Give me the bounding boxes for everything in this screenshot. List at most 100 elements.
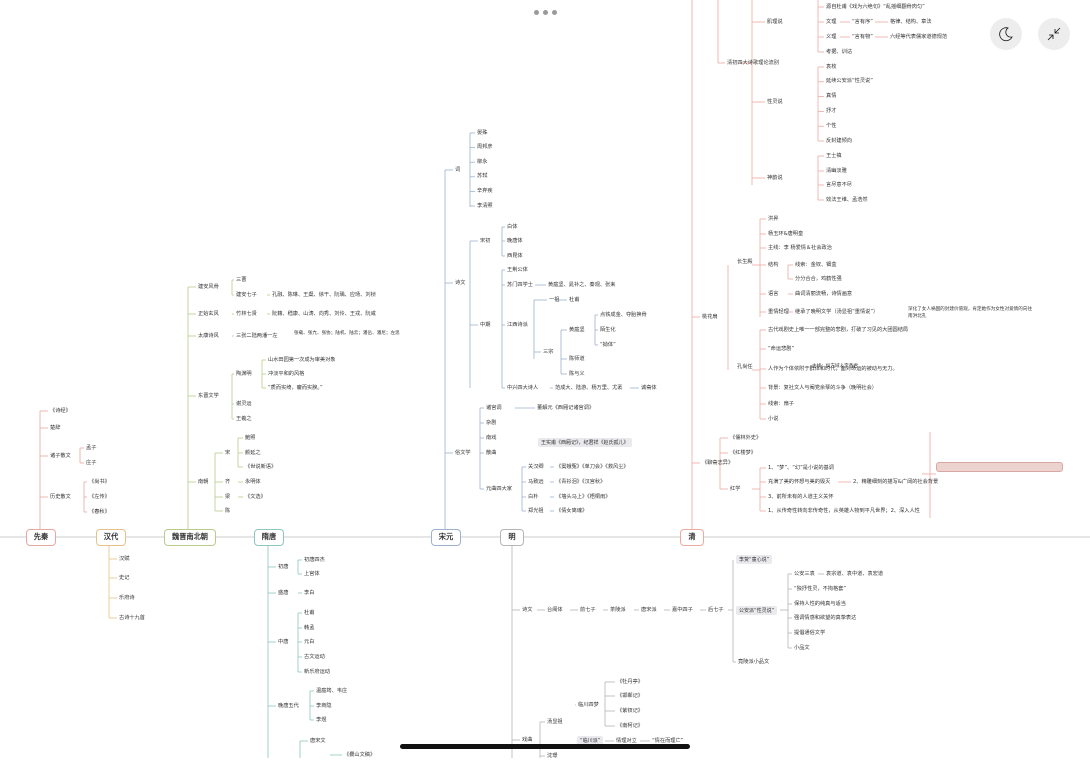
topic-node[interactable]: 范成大、陆游、杨万里、尤袤 [555, 384, 623, 391]
topic-node[interactable]: 陈师道 [569, 355, 585, 362]
topic-node[interactable]: 俗文学 [455, 449, 471, 456]
topic-node[interactable]: 阮籍、嵇康、山涛、向秀、刘伶、王戎、阮咸 [272, 310, 376, 317]
topic-node[interactable]: 柳永 [477, 158, 488, 165]
topic-node[interactable]: 杜甫 [304, 609, 315, 616]
topic-node[interactable]: 《红楼梦》 [730, 449, 756, 456]
topic-node[interactable]: 线索：金钗、钿盒 [795, 261, 837, 268]
topic-node[interactable]: 《邯郸记》 [617, 692, 643, 699]
topic-node[interactable]: 背景：复社文人与阉党余孽的斗争（晚明社会） [768, 384, 877, 391]
topic-node[interactable]: 颜延之 [245, 449, 261, 456]
era-node-xianqin[interactable]: 先秦 [26, 528, 56, 546]
topic-node[interactable]: 晏殊 [477, 129, 488, 136]
topic-node[interactable]: 竟陵派小品文 [738, 658, 770, 665]
topic-node[interactable]: 楚辞 [50, 424, 61, 431]
topic-node[interactable]: 袁宗道、袁中道、袁宏道 [826, 570, 884, 577]
topic-node[interactable]: 古文运动 [304, 653, 325, 660]
topic-node[interactable]: 中唐 [278, 638, 289, 645]
topic-node[interactable]: 庄子 [86, 459, 97, 466]
topic-node[interactable]: 初唐 [278, 563, 289, 570]
topic-node[interactable]: 李煜 [316, 716, 327, 723]
topic-node[interactable]: 竹林七贤 [236, 310, 257, 317]
topic-node[interactable]: 延续公安派“性灵说” [826, 78, 873, 85]
topic-node[interactable]: 1、从传奇性转向非传奇性，从英雄人物到平凡世界；2、深入人性 [768, 507, 920, 514]
topic-node[interactable]: 前七子 [580, 606, 596, 613]
topic-node[interactable]: 洪昇 [768, 215, 779, 222]
era-node-weijin[interactable]: 魏晋南北朝 [164, 528, 216, 546]
topic-node[interactable]: 白朴 [528, 493, 539, 500]
topic-node[interactable]: 陶渊明 [236, 370, 252, 377]
topic-node[interactable]: 戏曲 [522, 736, 533, 743]
topic-node[interactable]: 个性 [826, 122, 837, 129]
topic-node[interactable]: 李白 [304, 589, 315, 596]
topic-node[interactable]: 清幽淡雅 [826, 167, 847, 174]
topic-node[interactable]: 言尽意不尽 [826, 181, 852, 188]
topic-node[interactable]: 小品文 [794, 644, 810, 651]
topic-node[interactable]: 《尚书》 [89, 478, 110, 485]
topic-node[interactable]: 建安风骨 [198, 283, 219, 290]
topic-node[interactable]: 格律、结构、章法 [890, 18, 932, 25]
topic-node[interactable]: 张载、张亢、张协；陆机、陆云；潘岳、潘尼；左思 [294, 330, 400, 336]
topic-node[interactable]: 继承了晚明文学（汤显祖“重情说”） [795, 308, 879, 315]
topic-node[interactable]: 孔融、陈琳、王粲、徐干、阮瑀、应玚、刘桢 [272, 291, 376, 298]
topic-node[interactable]: 红学 [730, 485, 741, 492]
topic-node[interactable]: 韩孟 [304, 624, 315, 631]
topic-node[interactable]: “命运悲剧” [768, 345, 795, 352]
topic-node[interactable]: 嘉中四子 [672, 606, 693, 613]
topic-node[interactable]: 沈璟 [547, 752, 558, 759]
topic-node[interactable]: 元曲四大家 [486, 485, 512, 492]
topic-node[interactable]: “情在而理亡” [652, 737, 684, 744]
topic-node[interactable]: 语言 [768, 290, 779, 297]
topic-node[interactable]: 《文选》 [245, 493, 266, 500]
topic-node[interactable]: 散曲 [486, 449, 497, 456]
topic-node[interactable]: 江西诗派 [507, 321, 528, 328]
topic-node[interactable]: 王羲之 [236, 415, 252, 422]
topic-node[interactable]: 桃花扇 [702, 313, 718, 320]
topic-node[interactable]: 《墙头马上》《梧桐雨》 [556, 493, 611, 500]
topic-node[interactable]: 晚唐体 [507, 237, 523, 244]
topic-node[interactable]: 深化了女人祸国的封建价值观，肯定她作为女性对爱情的向往 [908, 306, 1033, 312]
topic-node[interactable]: 主线：李 杨爱情＆社会政治 [768, 244, 832, 251]
topic-node[interactable]: 《春秋》 [89, 508, 110, 515]
topic-node[interactable]: 上官体 [304, 570, 320, 577]
topic-node[interactable]: 小说 [768, 415, 779, 422]
topic-node[interactable]: 陈 [225, 507, 231, 514]
topic-node[interactable]: 杜甫 [569, 296, 580, 303]
topic-node[interactable]: “独抒性灵，不拘格套” [794, 585, 847, 592]
topic-node[interactable]: 肌理说 [767, 18, 783, 25]
topic-node[interactable]: 周邦彦 [477, 144, 493, 151]
highlighted-topic-node[interactable]: 公安派“性灵说” [736, 606, 778, 615]
topic-node[interactable]: 六经等代表儒家道德规范 [890, 33, 948, 40]
topic-node[interactable]: 王士禛 [826, 152, 842, 159]
topic-node[interactable]: 陌生化 [600, 326, 616, 333]
topic-node[interactable]: 《青衫泪》《汉宫秋》 [556, 478, 606, 485]
topic-node[interactable]: 元白 [304, 638, 315, 645]
era-node-suitang[interactable]: 隋唐 [254, 528, 284, 546]
topic-node[interactable]: 人作为个体依附于群体和时代，面对命运的被动与无力。 [768, 365, 898, 372]
topic-node[interactable]: 西昆体 [507, 252, 523, 259]
topic-node[interactable]: 建安七子 [236, 291, 257, 298]
topic-node[interactable]: 词 [455, 166, 461, 173]
topic-node[interactable]: 公安三袁 [794, 570, 815, 577]
topic-node[interactable]: 提倡通俗文学 [794, 629, 826, 636]
topic-node[interactable]: 马致远 [528, 478, 544, 485]
topic-node[interactable]: 东晋文学 [198, 392, 219, 399]
topic-node[interactable]: 强调情感和欲望的真挚表达 [794, 614, 857, 621]
era-node-ming[interactable]: 明 [500, 528, 524, 546]
topic-node[interactable]: 黄庭坚 [569, 326, 585, 333]
topic-node[interactable]: 杨玉环&唐明皇 [768, 230, 804, 237]
topic-node[interactable]: 太康诗风 [198, 332, 219, 339]
topic-node[interactable]: 《窦娥冤》《单刀会》《救风尘》 [556, 463, 629, 470]
topic-node[interactable]: 曲词清丽流畅，诗情画意 [795, 290, 853, 297]
topic-node[interactable]: 陈与义 [569, 370, 585, 377]
topic-node[interactable]: “言有物” [852, 33, 873, 40]
highlighted-topic-node[interactable]: 李贽“童心说” [736, 555, 773, 564]
topic-node[interactable]: 《诗经》 [50, 407, 71, 414]
topic-node[interactable]: 临川四梦 [578, 701, 599, 708]
topic-node[interactable]: 分分合合，鸡鹤性强 [795, 275, 842, 282]
topic-node[interactable]: 孔尚任 [737, 363, 753, 370]
topic-node[interactable]: 《牡丹亭》 [617, 678, 643, 685]
topic-node[interactable]: 三曹 [236, 276, 247, 283]
topic-node[interactable]: 南戏 [486, 434, 497, 441]
topic-node[interactable]: 袁枚 [826, 63, 837, 70]
